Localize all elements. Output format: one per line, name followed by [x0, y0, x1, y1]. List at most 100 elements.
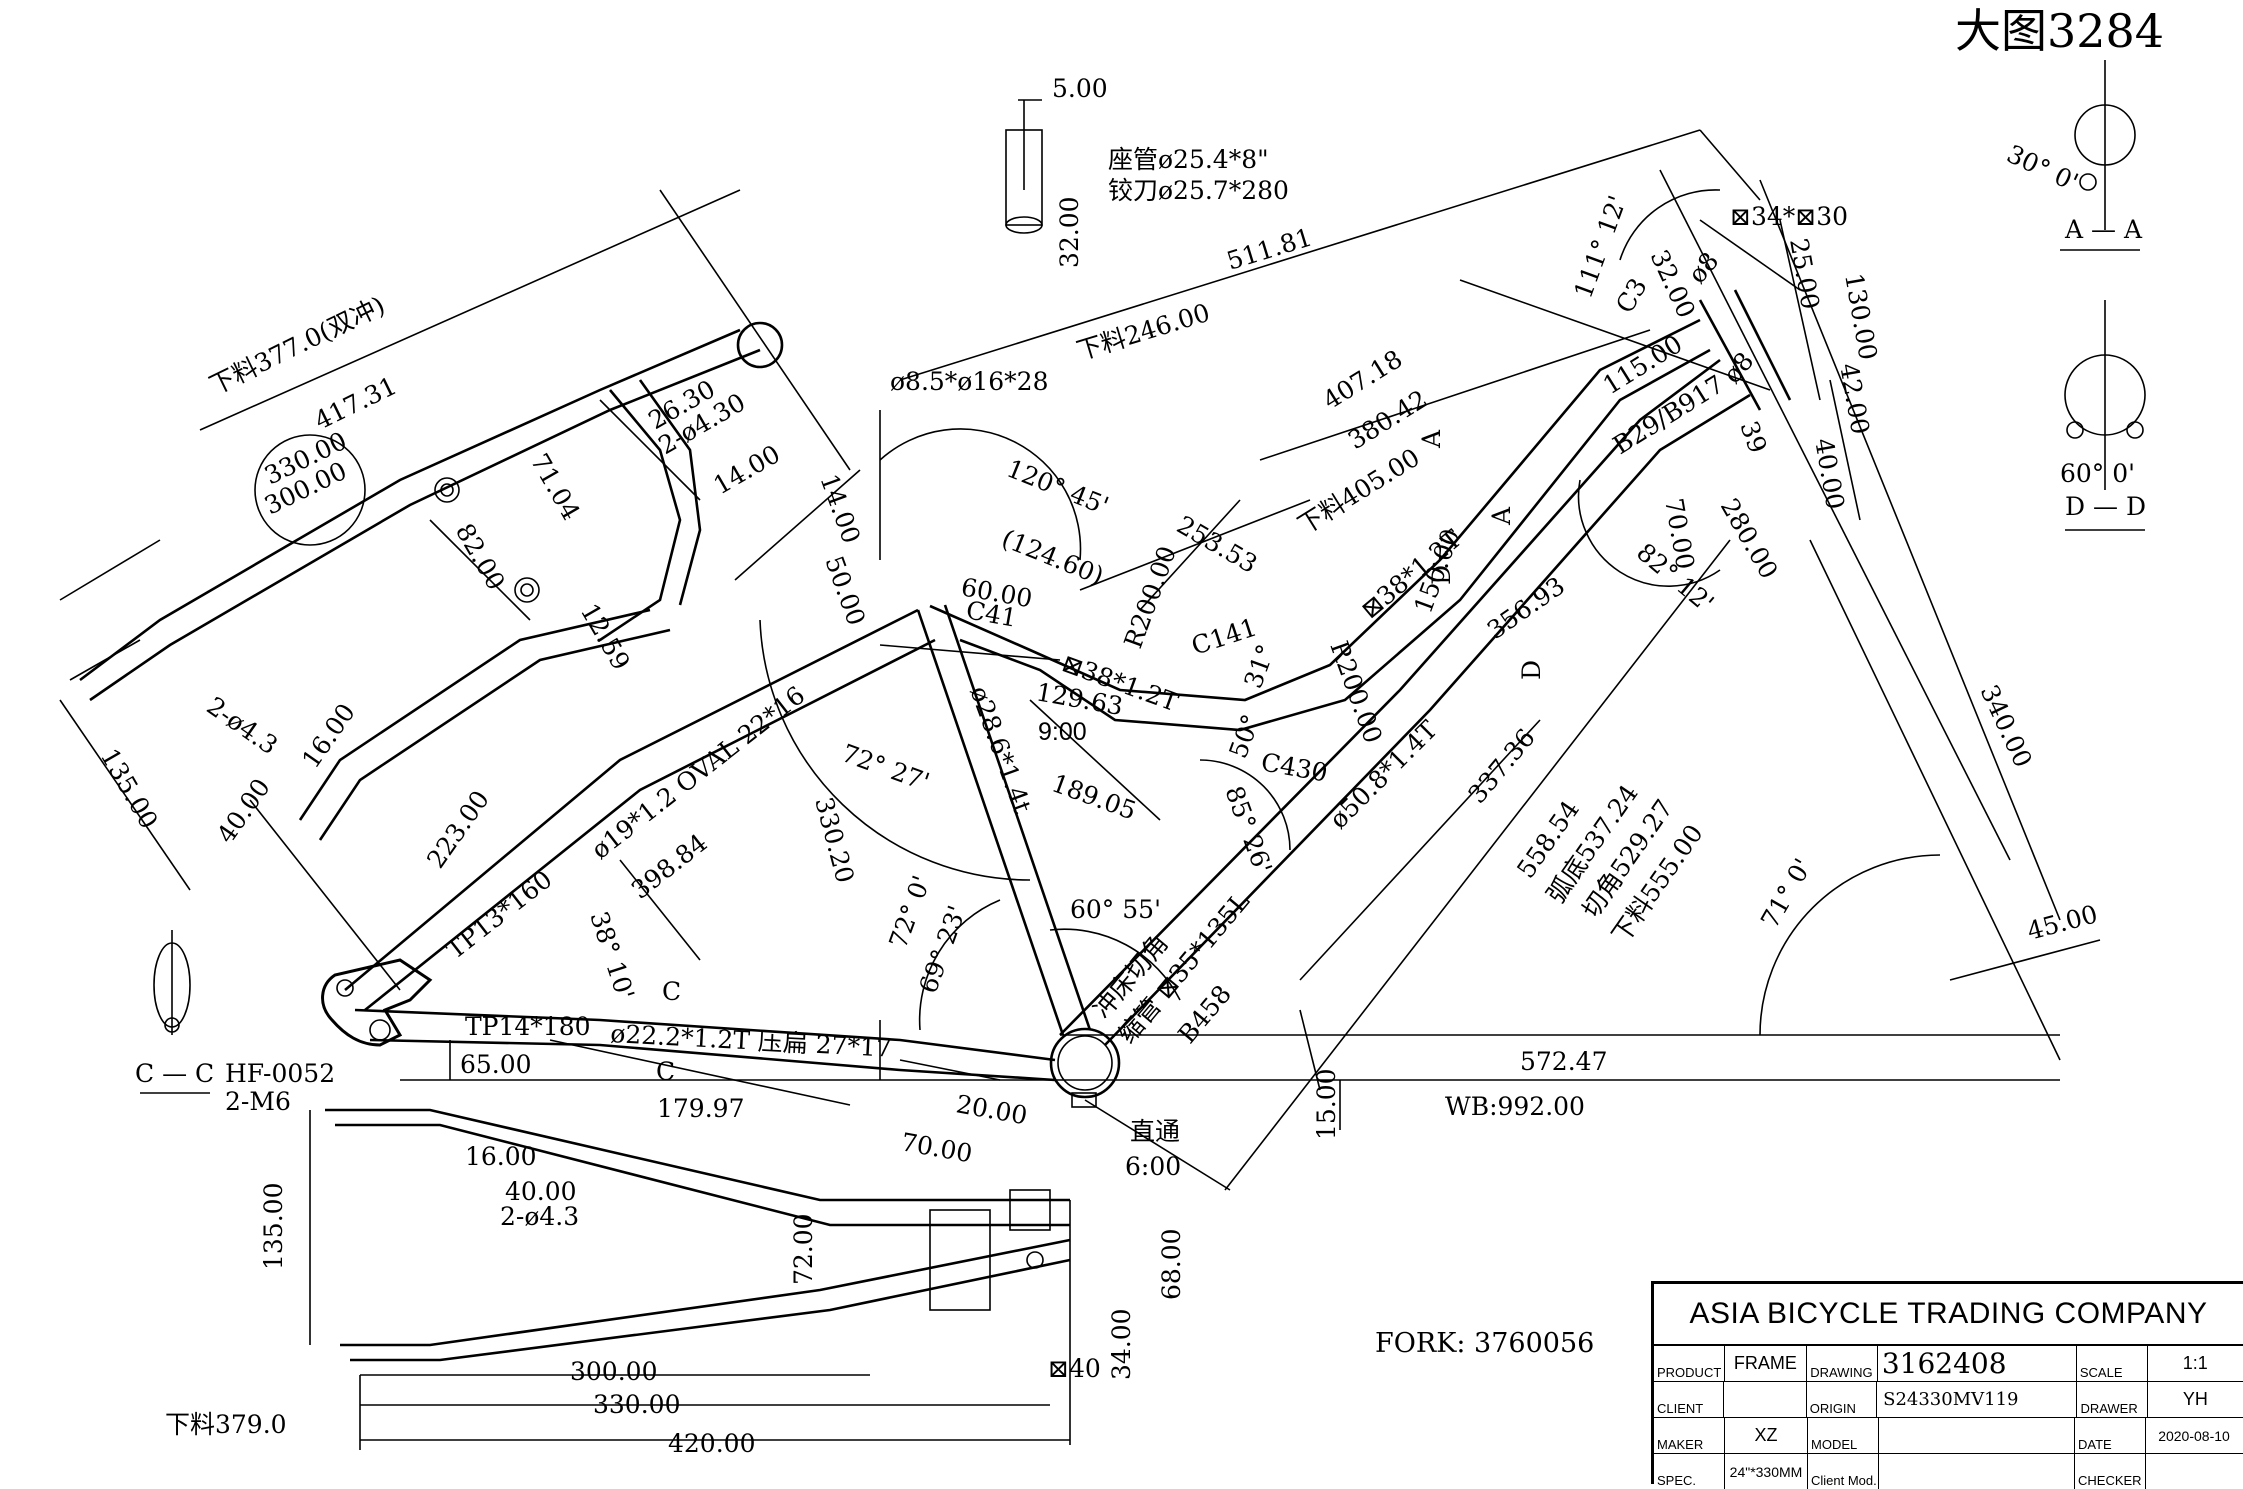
- client-label-cell: CLIENT: [1654, 1382, 1724, 1417]
- dim-72-0: 72° 0': [883, 872, 936, 952]
- dim-85: ø8.5*ø16*28: [890, 367, 1048, 396]
- dim-330-2: 330.20: [809, 794, 860, 886]
- seat-tube-note: 座管ø25.4*8": [1108, 145, 1269, 174]
- dim-12: 12.59: [575, 599, 636, 675]
- dim-65: 65.00: [460, 1050, 532, 1079]
- dim-253: 253.53: [1172, 510, 1262, 579]
- title-block: ASIA BICYCLE TRADING COMPANY PRODUCT FRA…: [1651, 1281, 2243, 1484]
- origin-value: S24330MV119: [1877, 1382, 2077, 1417]
- dim-280: 280.00: [1715, 494, 1784, 584]
- dim-420: 420.00: [668, 1429, 755, 1458]
- company-name: ASIA BICYCLE TRADING COMPANY: [1654, 1284, 2243, 1346]
- dim-32: 32.00: [1055, 196, 1084, 268]
- a-mark-1: A: [1417, 429, 1446, 449]
- product-label-cell: PRODUCT: [1654, 1346, 1725, 1381]
- note-cut-379: 下料379.0: [165, 1410, 287, 1439]
- dim-330b: 330.00: [593, 1390, 680, 1419]
- dim-572: 572.47: [1520, 1047, 1607, 1076]
- dim-900: 9:00: [1038, 718, 1087, 746]
- dim-135b: 135.00: [259, 1183, 288, 1270]
- title-row-2: CLIENT ORIGIN S24330MV119 DRAWER YH: [1654, 1382, 2243, 1418]
- dim-34: ⊠34*⊠30: [1730, 202, 1848, 231]
- rack-top-view: [60, 190, 850, 990]
- fork-number: FORK: 3760056: [1375, 1328, 1594, 1359]
- dim-40b: 40.00: [211, 773, 276, 848]
- dim-14: 14.00: [709, 439, 785, 500]
- drawing-ref: 大图3284: [1955, 4, 2164, 58]
- dim-71-deg: 71° 0': [1755, 854, 1818, 933]
- note-straight: 直通: [1130, 1117, 1180, 1146]
- dim-337: 337.36: [1462, 723, 1540, 809]
- dim-179: 179.97: [657, 1094, 744, 1123]
- dim-45: 45.00: [2024, 899, 2101, 946]
- dim-38-10: 38° 10': [584, 908, 640, 1003]
- dd-label: D — D: [2065, 492, 2146, 521]
- scale-value: 1:1: [2148, 1346, 2243, 1381]
- drawing-label-cell: DRAWING: [1807, 1346, 1878, 1381]
- dim-5: 5.00: [1052, 74, 1108, 103]
- wheelbase: WB:992.00: [1445, 1092, 1585, 1121]
- hf-label: HF-0052: [225, 1059, 335, 1088]
- reamer-note: 铰刀ø25.7*280: [1108, 176, 1289, 205]
- c3-label: C3: [1610, 273, 1653, 318]
- d-mark-1: D: [1427, 565, 1456, 585]
- model-label-cell: MODEL: [1808, 1418, 1879, 1453]
- dim-130: 130.00: [1839, 271, 1883, 362]
- dim-511: 511.81: [1223, 222, 1315, 275]
- dim-417: 417.31: [310, 371, 401, 435]
- dim-16b: 16.00: [465, 1142, 537, 1171]
- dim-2hole-43: 2-ø4.3: [202, 691, 283, 760]
- date-label-cell: DATE: [2075, 1418, 2146, 1453]
- dim-50-deg: 50°: [1223, 710, 1265, 762]
- drawing-value: 3162408: [1878, 1346, 2077, 1381]
- c-mark-2: C: [656, 1057, 675, 1086]
- dim-28-6: ø28.6*1.4t: [964, 682, 1037, 817]
- maker-value: XZ: [1725, 1418, 1808, 1453]
- c-mark-1: C: [662, 977, 681, 1006]
- tp13-label: TP13*160: [441, 865, 558, 965]
- dim-40box: ⊠40: [1048, 1354, 1101, 1383]
- dim-68: 68.00: [1157, 1228, 1186, 1300]
- dim-15: 15.00: [1312, 1068, 1341, 1140]
- dim-70b: 70.00: [899, 1127, 975, 1168]
- dim-189: 189.05: [1048, 768, 1140, 825]
- dim-340: 340.00: [1975, 680, 2038, 772]
- scale-label-cell: SCALE: [2077, 1346, 2148, 1381]
- note-cut-246: 下料246.00: [1073, 298, 1213, 366]
- dim-25: 25.00: [1784, 236, 1825, 312]
- c430-label: C430: [1259, 747, 1330, 787]
- model-value: [1879, 1418, 2075, 1453]
- dim-6-00: 6:00: [1125, 1152, 1181, 1181]
- date-value: 2020-08-10: [2146, 1418, 2242, 1453]
- dim-223: 223.00: [421, 785, 495, 873]
- client-value: [1724, 1382, 1806, 1417]
- r200-b: R200.00: [1324, 637, 1388, 747]
- note-cut-405: 下料405.00: [1293, 443, 1425, 540]
- dim-398: 398.84: [626, 828, 713, 905]
- aa-label: A — A: [2064, 215, 2143, 244]
- m6-label: 2-M6: [225, 1087, 291, 1116]
- dd-angle: 60° 0': [2060, 459, 2135, 488]
- dim-16: 16.00: [296, 698, 361, 773]
- a-mark-2: A: [1487, 506, 1516, 526]
- dim-34b: 34.00: [1107, 1308, 1136, 1380]
- dim-39: 39: [1734, 417, 1772, 457]
- aa-angle: 30° 0': [2002, 139, 2082, 197]
- dim-2hole-43b: 2-ø4.3: [500, 1202, 579, 1231]
- dim-60-55: 60° 55': [1070, 895, 1161, 924]
- origin-label-cell: ORIGIN: [1807, 1382, 1877, 1417]
- r200-a: R200.00: [1118, 542, 1182, 652]
- dim-72-27: 72° 27': [838, 738, 933, 796]
- dim-14b: 14.00: [814, 470, 866, 547]
- dim-50: 50.00: [819, 552, 871, 629]
- d-mark-2: D: [1517, 660, 1546, 680]
- seat-tube-detail: [1006, 100, 1042, 233]
- maker-label-cell: MAKER: [1654, 1418, 1725, 1453]
- tp14-label: TP14*180: [465, 1012, 591, 1041]
- dim-72: 72.00: [789, 1213, 818, 1285]
- title-row-1: PRODUCT FRAME DRAWING 3162408 SCALE 1:1: [1654, 1346, 2243, 1382]
- dim-82: 82.00: [450, 519, 511, 595]
- dim-120: 120° 45': [1003, 454, 1113, 521]
- drawer-value: YH: [2148, 1382, 2243, 1417]
